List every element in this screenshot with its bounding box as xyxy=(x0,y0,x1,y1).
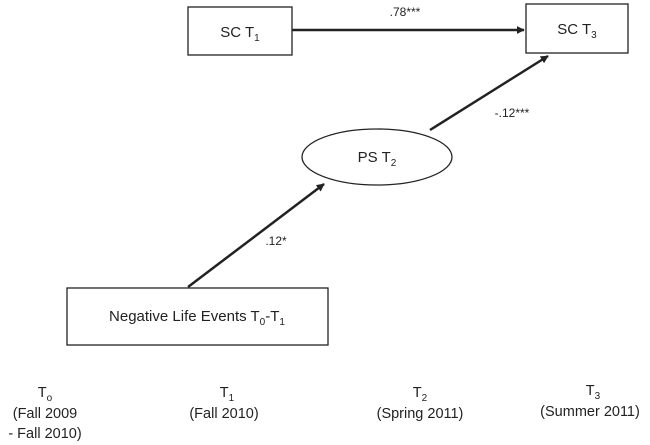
timeline-t0-label: To xyxy=(38,385,53,404)
node-negative-life-events: Negative Life Events T0-T1 xyxy=(66,287,329,346)
node-sc-t1: SC T1 xyxy=(187,6,293,56)
node-sc-t3: SC T3 xyxy=(525,3,629,54)
timeline-t2: T2 (Spring 2011) xyxy=(377,385,464,422)
coef-sc-t1-to-sc-t3: .78*** xyxy=(390,5,421,19)
node-negative-life-events-label: Negative Life Events T0-T1 xyxy=(109,308,285,328)
timeline-t3: T3 (Summer 2011) xyxy=(540,383,640,420)
timeline-t1-label: T1 xyxy=(220,385,235,404)
timeline-t1: T1 (Fall 2010) xyxy=(189,385,258,422)
timeline-t0-period-line1: (Fall 2009 xyxy=(13,406,77,422)
node-sc-t1-label: SC T1 xyxy=(220,24,260,44)
arrow-nle-to-ps-t2 xyxy=(187,183,325,288)
timeline-t3-period: (Summer 2011) xyxy=(540,404,640,420)
node-ps-t2: PS T2 xyxy=(301,128,453,186)
arrow-ps-t2-to-sc-t3 xyxy=(429,54,549,132)
timeline-t3-label: T3 xyxy=(586,383,601,402)
coef-nle-to-ps-t2: .12* xyxy=(265,234,287,248)
node-ps-t2-label: PS T2 xyxy=(358,149,397,169)
timeline-t2-period: (Spring 2011) xyxy=(377,406,464,422)
timeline-t0: To (Fall 2009 - Fall 2010) xyxy=(8,385,81,442)
node-sc-t3-label: SC T3 xyxy=(557,21,597,41)
timeline-t2-label: T2 xyxy=(413,385,428,404)
timeline-t1-period: (Fall 2010) xyxy=(189,406,258,422)
coef-ps-t2-to-sc-t3: -.12*** xyxy=(495,106,530,120)
timeline-t0-period-line2: - Fall 2010) xyxy=(8,426,81,442)
